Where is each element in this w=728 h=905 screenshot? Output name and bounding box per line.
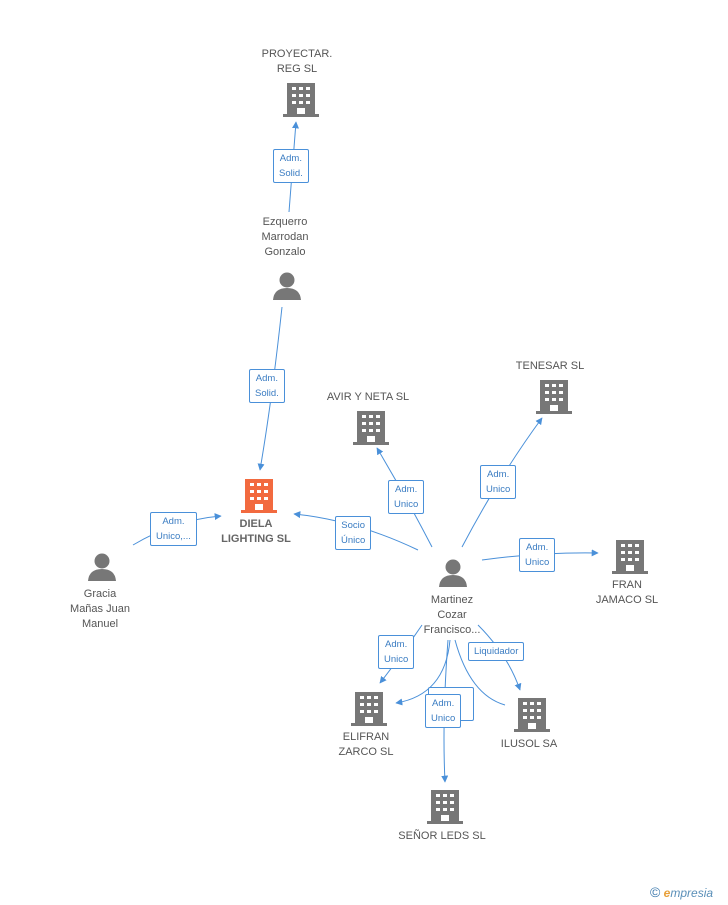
node-label-line: FRAN: [612, 579, 642, 591]
edge-label-line: Unico,...: [156, 531, 191, 542]
node-label-gracia[interactable]: Gracia Mañas Juan Manuel: [30, 587, 170, 632]
edge-label-line: Liquidador: [474, 646, 519, 657]
company-fran-building-icon[interactable]: [612, 540, 648, 574]
edge-label-line: Unico: [431, 713, 456, 724]
node-label-line: Gonzalo: [264, 246, 306, 258]
edge-label-martinez-fran[interactable]: Adm. Unico: [519, 538, 556, 572]
company-ilusol-building-icon[interactable]: [514, 698, 550, 732]
person-martinez-icon[interactable]: [439, 559, 467, 588]
edge-label-line: Adm.: [279, 153, 302, 164]
edge-label-ezquerro-diela[interactable]: Adm. Solid.: [249, 369, 285, 403]
node-label-elifran[interactable]: ELIFRAN ZARCO SL: [296, 730, 436, 760]
edge-label-line: Socio: [341, 520, 366, 531]
node-label-line: TENESAR SL: [515, 360, 585, 372]
node-label-proyectar[interactable]: PROYECTAR. REG SL: [227, 47, 367, 77]
brand-initial: e: [663, 886, 671, 900]
person-ezquerro-icon[interactable]: [273, 272, 301, 301]
node-label-line: AVIR Y NETA SL: [326, 391, 410, 403]
company-avir-building-icon[interactable]: [353, 411, 389, 445]
node-label-line: LIGHTING SL: [221, 533, 291, 545]
edge-label-line: Adm.: [162, 516, 185, 527]
node-label-line: SEÑOR LEDS SL: [398, 830, 486, 842]
edge-label-martinez-diela[interactable]: Socio Único: [335, 516, 372, 550]
node-label-line: Martinez: [430, 594, 474, 606]
edge-label-line: Solid.: [255, 388, 279, 399]
edge-martinez-ilusol-2: [454, 639, 506, 706]
node-label-line: ELIFRAN: [342, 731, 390, 743]
edge-label-line: Unico: [394, 499, 419, 510]
node-label-line: Manuel: [81, 618, 119, 630]
edge-label-ezquerro-proyectar[interactable]: Adm. Solid.: [273, 149, 309, 183]
edge-label-line: Unico: [486, 484, 511, 495]
edges: [132, 121, 599, 783]
edge-label-line: Solid.: [279, 168, 303, 179]
edge-label-martinez-elifran-2[interactable]: Adm. Unico: [425, 694, 462, 728]
brand-footer[interactable]: © empresia: [650, 884, 713, 900]
node-label-line: Ezquerro: [262, 216, 308, 228]
node-label-senor[interactable]: SEÑOR LEDS SL: [372, 829, 512, 844]
node-label-diela[interactable]: DIELA LIGHTING SL: [186, 517, 326, 547]
company-senor-building-icon[interactable]: [427, 790, 463, 824]
node-label-ilusol[interactable]: ILUSOL SA: [459, 737, 599, 752]
node-label-martinez[interactable]: Martinez Cozar Francisco...: [382, 593, 522, 638]
node-label-line: Mañas Juan: [70, 603, 130, 615]
edge-martinez-elifran-2: [395, 639, 451, 706]
node-label-line: ILUSOL SA: [500, 738, 558, 750]
edge-label-martinez-avir[interactable]: Adm. Unico: [388, 480, 425, 514]
node-label-line: Cozar: [437, 609, 467, 621]
edge-label-line: Adm.: [255, 373, 278, 384]
node-label-tenesar[interactable]: TENESAR SL: [480, 359, 620, 374]
node-label-line: Gracia: [83, 588, 117, 600]
edge-label-martinez-elifran[interactable]: Adm. Unico: [378, 635, 415, 669]
edge-label-martinez-ilusol[interactable]: Liquidador: [468, 642, 525, 661]
company-diela-building-icon[interactable]: [241, 479, 277, 513]
node-label-line: DIELA: [239, 518, 273, 530]
edge-label-line: Adm.: [526, 542, 549, 553]
copyright-icon: ©: [650, 884, 661, 900]
edge-label-line: Único: [341, 535, 366, 546]
edge-label-line: Adm.: [385, 639, 408, 650]
edge-label-martinez-tenesar[interactable]: Adm. Unico: [480, 465, 517, 499]
node-label-avir[interactable]: AVIR Y NETA SL: [298, 390, 438, 405]
brand-name: mpresia: [670, 886, 714, 900]
company-proyectar-building-icon[interactable]: [283, 83, 319, 117]
node-label-ezquerro[interactable]: Ezquerro Marrodan Gonzalo: [215, 215, 355, 260]
edge-label-line: Unico: [525, 557, 550, 568]
edge-label-gracia-diela[interactable]: Adm. Unico,...: [150, 512, 197, 546]
node-label-fran[interactable]: FRAN JAMACO SL: [557, 578, 697, 608]
company-tenesar-building-icon[interactable]: [536, 380, 572, 414]
edge-label-line: Adm.: [432, 698, 455, 709]
edge-label-line: Adm.: [487, 469, 510, 480]
node-label-line: ZARCO SL: [338, 746, 394, 758]
node-label-line: JAMACO SL: [595, 594, 659, 606]
node-label-line: Marrodan: [261, 231, 309, 243]
node-label-line: Francisco...: [423, 624, 481, 636]
node-label-line: PROYECTAR.: [261, 48, 333, 60]
company-elifran-building-icon[interactable]: [351, 692, 387, 726]
edge-label-line: Unico: [384, 654, 409, 665]
person-gracia-icon[interactable]: [88, 553, 116, 582]
node-label-line: REG SL: [276, 63, 318, 75]
edge-label-line: Adm.: [395, 484, 418, 495]
